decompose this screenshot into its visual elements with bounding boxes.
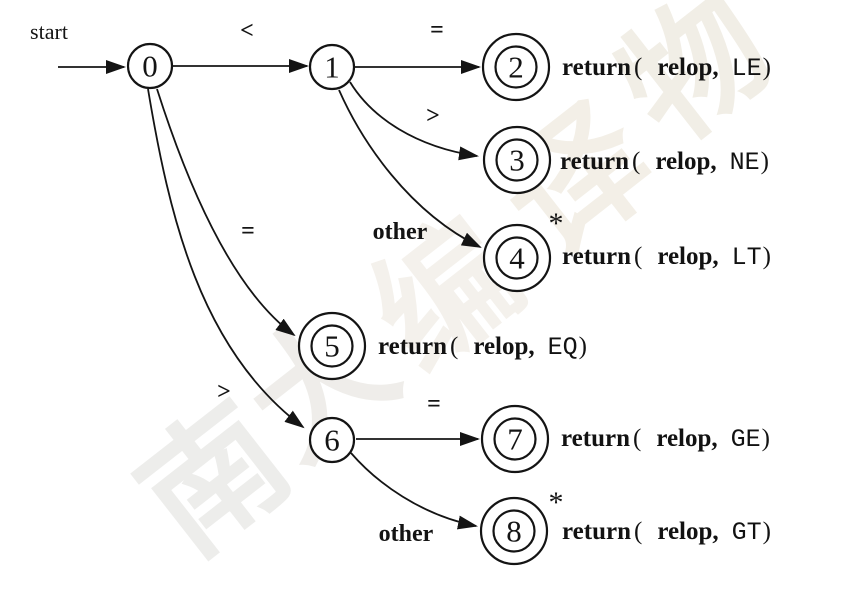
state-4-label: 4 [509, 240, 525, 276]
mnemonic-EQ: EQ [547, 333, 578, 362]
state-5-inner-circle [310, 324, 354, 368]
state-circles [126, 32, 552, 566]
comma: , [710, 148, 717, 175]
state-3-inner-circle [495, 138, 539, 182]
comma: , [712, 243, 719, 270]
close-paren: ) [762, 518, 771, 545]
mnemonic-GE: GE [730, 425, 761, 454]
state-7-inner-circle [493, 417, 537, 461]
edges [58, 59, 482, 530]
mnemonic-NE: NE [729, 148, 760, 177]
return-action-state-8: return( relop, GT) [562, 519, 771, 545]
return-keyword: return [562, 243, 631, 270]
state-0-circle [126, 42, 174, 90]
edge-label-1-3: > [426, 103, 440, 129]
token-name: relop [657, 243, 713, 270]
token-name: relop [657, 54, 713, 81]
edge-label-0-6: > [217, 379, 231, 405]
return-action-state-7: return( relop, GE) [561, 426, 770, 452]
edge-1-4 [338, 89, 482, 248]
close-paren: ) [762, 54, 771, 81]
return-keyword: return [562, 518, 631, 545]
token-name: relop [656, 425, 712, 452]
open-paren: ( [633, 54, 643, 81]
open-paren: ( [633, 243, 643, 270]
comma: , [712, 54, 719, 81]
close-paren: ) [760, 148, 769, 175]
token-name: relop [657, 518, 713, 545]
state-3-label: 3 [509, 142, 525, 178]
return-action-state-3: return( relop, NE) [560, 149, 769, 175]
retract-star-state-4: * [548, 207, 564, 240]
edge-label-0-5: = [241, 218, 255, 244]
edge-0-5 [156, 88, 296, 337]
state-2-inner-circle [494, 45, 538, 89]
return-action-state-4: return( relop, LT) [562, 244, 771, 270]
close-paren: ) [761, 425, 770, 452]
comma: , [528, 333, 535, 360]
retract-star-state-8: * [548, 486, 564, 519]
return-action-state-5: return( relop, EQ) [378, 334, 587, 360]
comma: , [711, 425, 718, 452]
state-0-label: 0 [142, 48, 158, 84]
state-8-label: 8 [506, 513, 522, 549]
edge-label-6-8: other [378, 521, 434, 547]
mnemonic-LT: LT [731, 243, 762, 272]
mnemonic-GT: GT [731, 518, 762, 547]
state-7-label: 7 [507, 421, 523, 457]
state-6-label: 6 [324, 422, 340, 458]
edge-0-6 [147, 88, 305, 429]
edge-label-1-4: other [372, 219, 428, 245]
start-label: start [30, 19, 68, 44]
token-name: relop [655, 148, 711, 175]
edge-label-1-2: = [430, 17, 444, 43]
state-2-label: 2 [508, 49, 524, 85]
open-paren: ( [631, 148, 641, 175]
edge-1-3 [349, 81, 479, 161]
return-keyword: return [560, 148, 629, 175]
state-4-inner-circle [495, 236, 539, 280]
close-paren: ) [578, 333, 587, 360]
mnemonic-LE: LE [731, 54, 762, 83]
edge-label-6-7: = [427, 391, 441, 417]
return-keyword: return [378, 333, 447, 360]
token-name: relop [473, 333, 529, 360]
return-keyword: return [562, 54, 631, 81]
return-keyword: return [561, 425, 630, 452]
open-paren: ( [633, 518, 643, 545]
state-8-inner-circle [492, 509, 536, 553]
state-5-label: 5 [324, 328, 340, 364]
edge-6-8 [350, 452, 478, 530]
state-6-circle [308, 416, 356, 464]
close-paren: ) [762, 243, 771, 270]
comma: , [712, 518, 719, 545]
edge-label-0-1: < [240, 18, 254, 44]
open-paren: ( [632, 425, 642, 452]
state-1-circle [308, 43, 356, 91]
open-paren: ( [449, 333, 459, 360]
return-action-state-2: return( relop, LE) [562, 55, 771, 81]
state-1-label: 1 [324, 49, 340, 85]
